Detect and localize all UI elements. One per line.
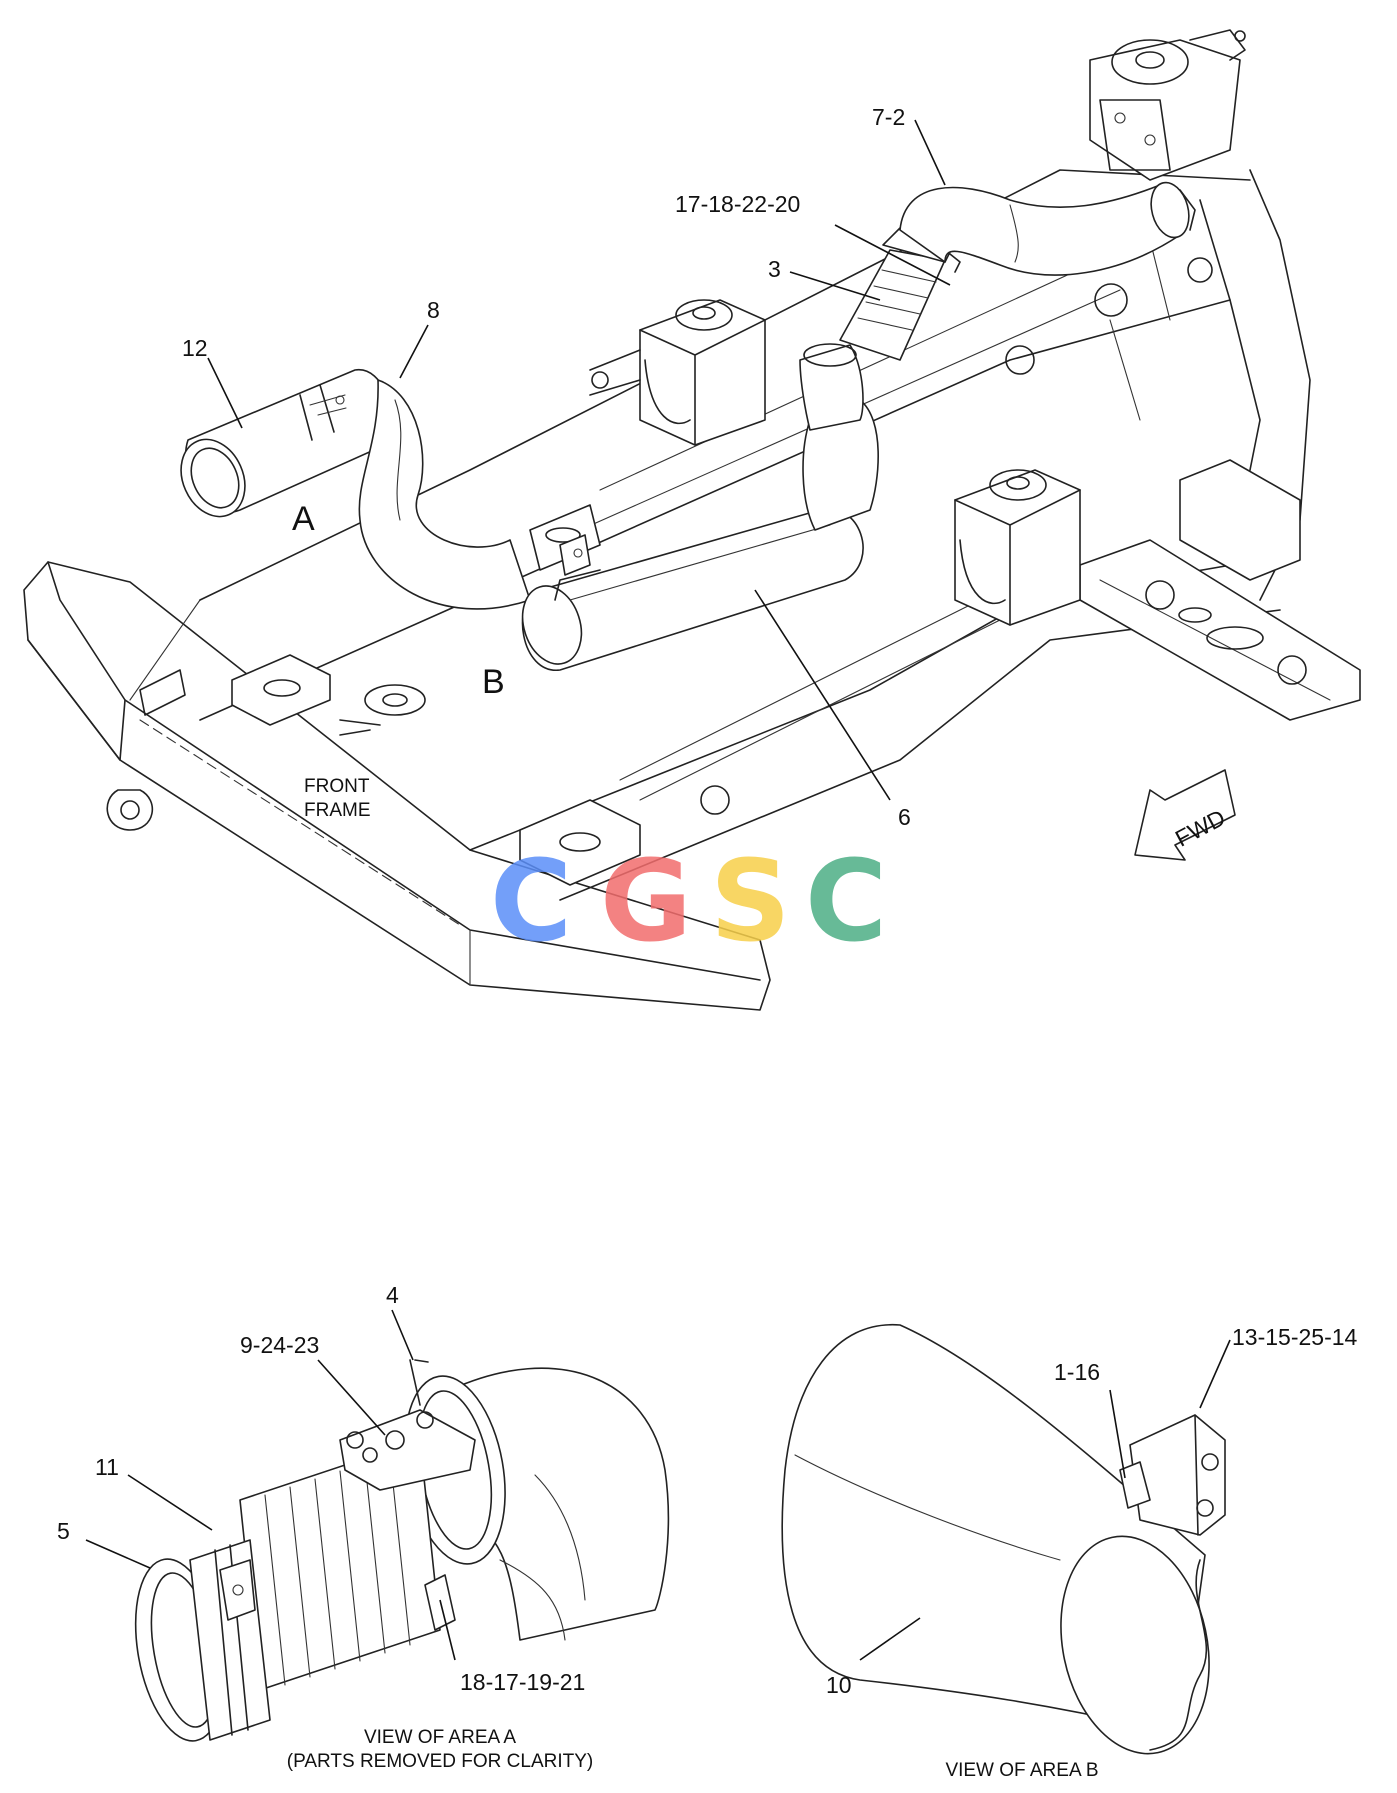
front-frame-label-line2: FRAME (304, 800, 371, 821)
callout-3: 3 (768, 256, 781, 282)
callout-17-18-22-20: 17-18-22-20 (675, 191, 800, 217)
cgsc-watermark: C G S C (490, 837, 887, 967)
callout-5: 5 (57, 1518, 70, 1544)
callout-4: 4 (386, 1282, 399, 1308)
area-label-a: A (292, 500, 315, 538)
watermark-letter-s: S (710, 837, 791, 967)
main-leaders (207, 119, 951, 801)
fwd-arrow: FWD (1134, 769, 1236, 861)
view-area-a-drawing (134, 1359, 670, 1742)
area-label-b: B (482, 663, 505, 701)
callout-18-17-19-21: 18-17-19-21 (460, 1669, 585, 1695)
callout-9-24-23: 9-24-23 (240, 1332, 319, 1358)
watermark-letter-g: G (600, 837, 692, 967)
intake-tube-route (180, 181, 1196, 671)
callout-10: 10 (826, 1672, 852, 1698)
callout-1-16: 1-16 (1054, 1359, 1100, 1385)
callout-6: 6 (898, 804, 911, 830)
front-frame-label-line1: FRONT (304, 776, 370, 797)
callout-13-15-25-14: 13-15-25-14 (1232, 1324, 1358, 1350)
callout-12: 12 (182, 335, 208, 361)
callout-7-2: 7-2 (872, 104, 905, 130)
caption-view-a-line1: VIEW OF AREA A (364, 1727, 516, 1748)
view-b-leaders (859, 1339, 1231, 1661)
front-frame-drawing: FWD (23, 29, 1361, 1011)
watermark-letter-c2: C (805, 837, 887, 967)
callout-8: 8 (427, 297, 440, 323)
watermark-letter-c1: C (490, 837, 572, 967)
caption-view-b: VIEW OF AREA B (945, 1760, 1098, 1781)
view-area-b-drawing (781, 1324, 1226, 1755)
callout-11: 11 (95, 1454, 119, 1480)
caption-view-a-line2: (PARTS REMOVED FOR CLARITY) (287, 1751, 594, 1772)
view-a-leaders (85, 1309, 456, 1661)
